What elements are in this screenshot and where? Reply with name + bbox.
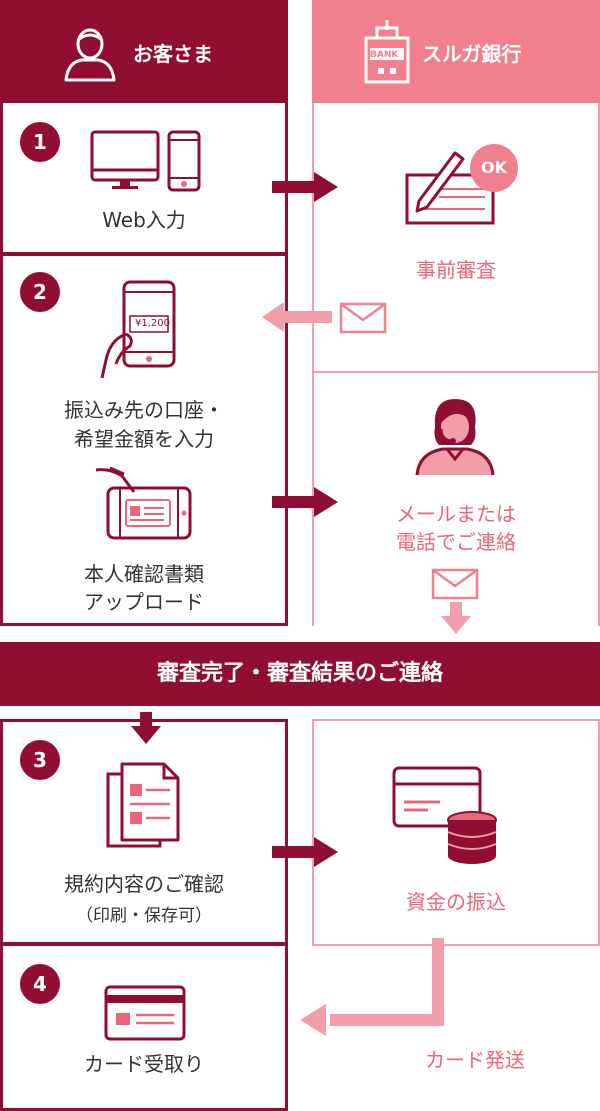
step3-label: 規約内容のご確認 (64, 872, 224, 896)
customer-header-label: お客さま (133, 42, 213, 66)
transfer-box (312, 719, 600, 946)
form-edit-icon (405, 151, 495, 225)
step3-sub-label: （印刷・保存可） (76, 906, 212, 926)
contact-label-line1: メールまたは (396, 502, 516, 526)
result-banner-label: 審査完了・審査結果のご連絡 (156, 661, 443, 686)
upload-label-line1: 本人確認書類 (84, 562, 204, 586)
result-banner: 審査完了・審査結果のご連絡 (0, 642, 600, 706)
step2-badge: 2 (20, 272, 60, 312)
documents-icon (106, 762, 180, 848)
card-ship-arrow (300, 938, 444, 1036)
upload-label-line2: アップロード (84, 590, 204, 614)
bank-sign-text: BANK (370, 50, 399, 60)
ok-badge-label: OK (481, 158, 507, 177)
arrow-down-to-step3 (131, 712, 161, 744)
id-card-upload-icon (95, 466, 192, 540)
step4-label: カード受取り (84, 1052, 204, 1076)
operator-headset-icon (415, 399, 495, 476)
envelope-icon (339, 302, 387, 334)
arrow-right-step2 (272, 487, 338, 517)
step4-box (0, 943, 288, 1111)
person-icon (64, 28, 116, 82)
card-and-coins-icon (392, 766, 497, 864)
card-ship-label: カード発送 (425, 1048, 525, 1072)
arrow-right-step3 (272, 837, 338, 867)
desktop-monitor-icon (90, 130, 160, 189)
arrow-right-step1 (272, 172, 338, 202)
credit-card-icon (104, 985, 186, 1041)
customer-header: お客さま (0, 0, 288, 103)
arrow-down-to-banner (441, 602, 471, 634)
ok-badge: OK (470, 144, 518, 192)
contact-label-line2: 電話でご連絡 (396, 530, 516, 554)
step1-label: Web入力 (102, 208, 186, 232)
phone-in-hand-icon (100, 280, 176, 379)
step4-badge: 4 (20, 964, 60, 1004)
step1-badge: 1 (20, 122, 60, 162)
bank-header-label: スルガ銀行 (422, 42, 522, 66)
transfer-label: 資金の振込 (406, 890, 506, 914)
bank-building-icon (364, 20, 410, 84)
envelope-icon (431, 568, 479, 600)
step2-label-line1: 振込み先の口座・ (64, 398, 224, 422)
step3-badge: 3 (20, 740, 60, 780)
bank-header: BANK スルガ銀行 (312, 0, 600, 103)
prescreen-label: 事前審査 (416, 258, 496, 282)
step2-label-line2: 希望金額を入力 (74, 427, 214, 451)
arrow-left-to-step2 (262, 302, 332, 332)
step2-box (0, 253, 288, 626)
phone-amount-text: ¥1,200 (135, 318, 170, 329)
smartphone-icon (167, 130, 201, 192)
